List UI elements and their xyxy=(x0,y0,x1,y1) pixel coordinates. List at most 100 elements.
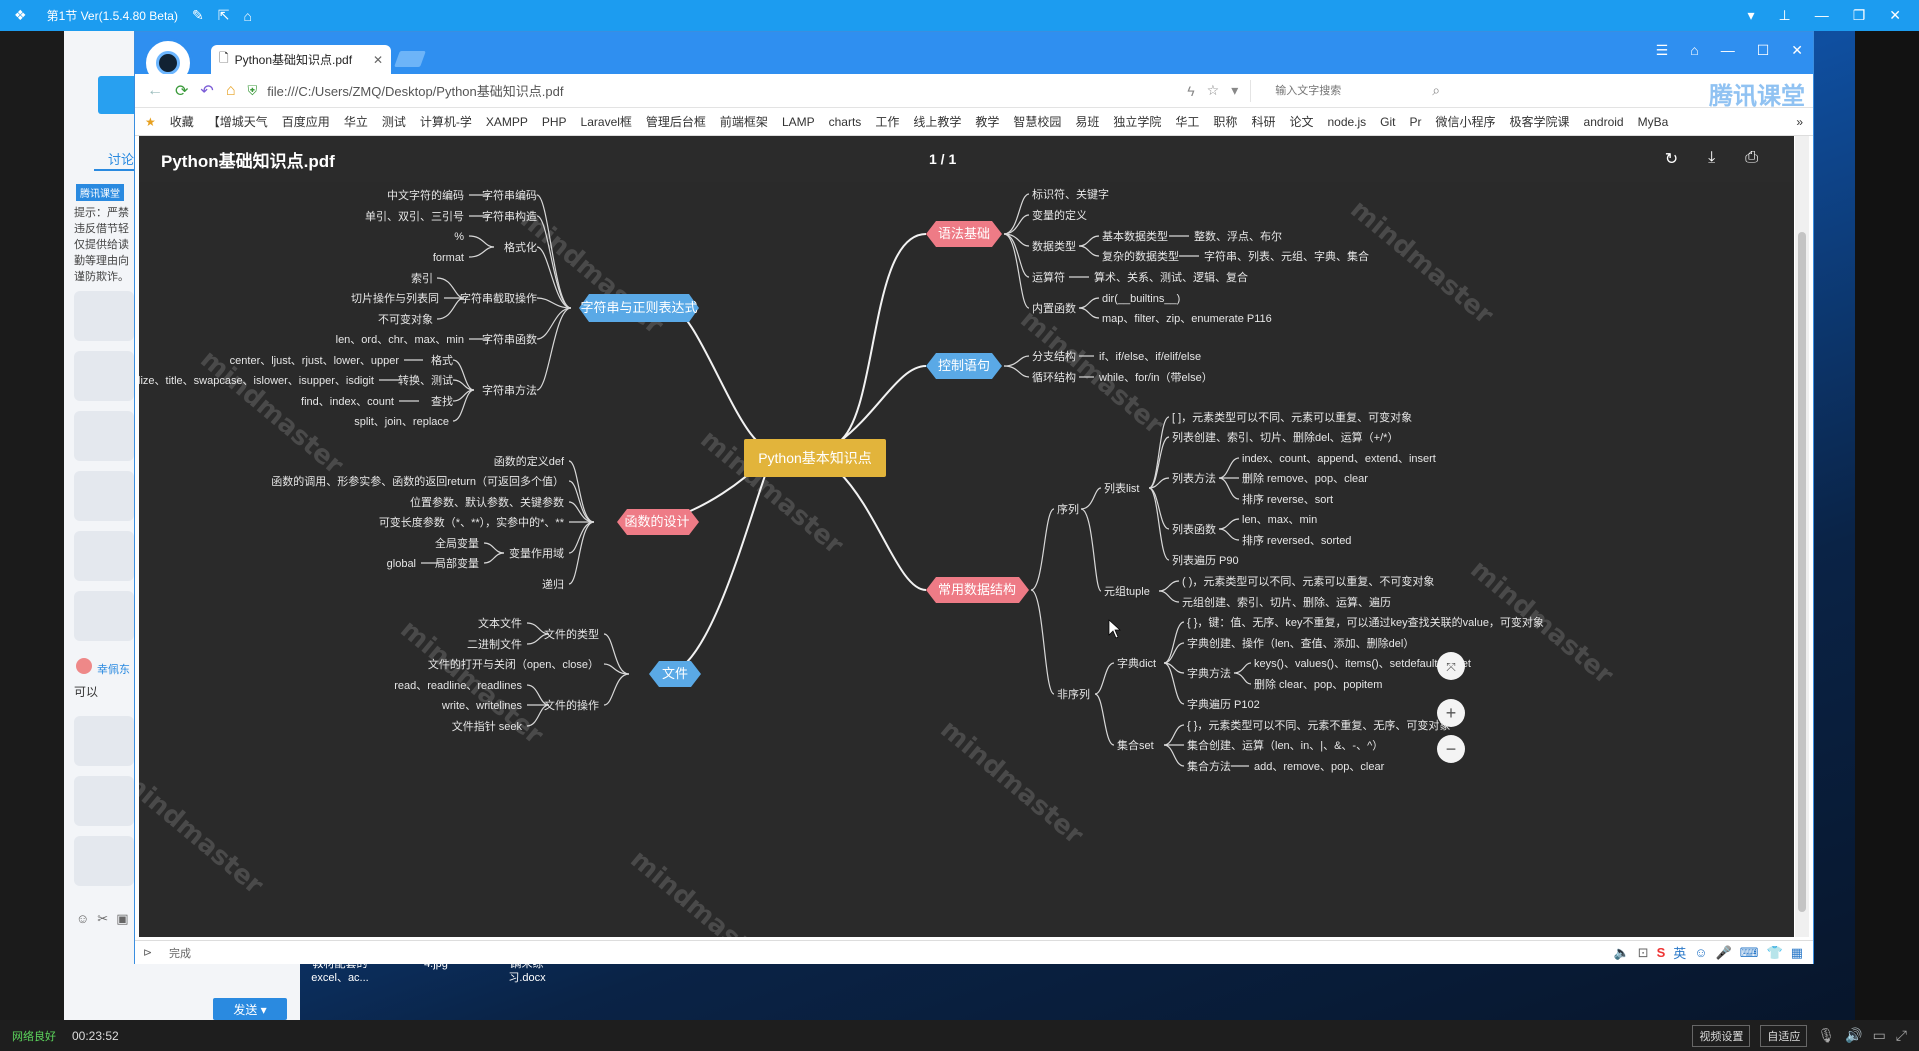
bookmark-item[interactable]: node.js xyxy=(1327,114,1367,129)
bookmark-item[interactable]: 前端框架 xyxy=(719,115,768,129)
mic-icon[interactable]: 🎤 xyxy=(1715,944,1732,960)
volume-icon[interactable]: 🔊 xyxy=(1845,1027,1863,1043)
bookmark-item[interactable]: 论文 xyxy=(1289,115,1314,129)
branch-node-syntax[interactable]: 语法基础 xyxy=(926,221,1002,247)
ime-logo-icon[interactable]: S xyxy=(1656,945,1666,960)
keyboard-icon[interactable]: ⌨ xyxy=(1739,944,1759,960)
emoji-icon[interactable]: ☺ xyxy=(1694,945,1708,960)
bookmark-item[interactable]: MyBa xyxy=(1637,114,1669,129)
grid-icon[interactable]: ▦ xyxy=(1790,944,1803,960)
bookmark-item[interactable]: 微信小程序 xyxy=(1435,115,1496,129)
auto-adapt-button[interactable]: 自适应 xyxy=(1760,1024,1808,1047)
bookmark-item[interactable]: Laravel框 xyxy=(580,115,632,129)
download-icon[interactable]: ⤓ xyxy=(1708,149,1716,166)
branch-node-data[interactable]: 常用数据结构 xyxy=(926,577,1029,603)
scrollbar-thumb[interactable] xyxy=(1798,232,1806,912)
chat-username[interactable]: 幸佩东 xyxy=(97,664,130,676)
search-icon[interactable]: ⌕ xyxy=(1432,82,1441,98)
bookmark-item[interactable]: 独立学院 xyxy=(1113,115,1162,129)
more-bookmarks-icon[interactable]: » xyxy=(1796,114,1803,129)
refresh-icon[interactable]: ⟳ xyxy=(175,82,189,100)
branch-node-functions[interactable]: 函数的设计 xyxy=(617,509,699,535)
bookmark-item[interactable]: 计算机-学 xyxy=(419,115,472,129)
close-icon[interactable]: ✕ xyxy=(1889,7,1901,23)
new-tab-button[interactable] xyxy=(394,51,426,67)
bookmark-item[interactable]: 工作 xyxy=(875,115,900,129)
dropdown-icon[interactable]: ▾ xyxy=(1747,7,1755,23)
node-label: 集合set xyxy=(1117,738,1154,752)
bookmark-item[interactable]: 管理后台框 xyxy=(645,115,706,129)
node-label: 局部变量 xyxy=(435,556,479,570)
bookmark-item[interactable]: 收藏 xyxy=(169,115,194,129)
platform-tag: 腾讯课堂 xyxy=(76,184,124,201)
skin-icon[interactable]: ⌂ xyxy=(1690,42,1699,58)
fit-screen-button[interactable]: ⤧ xyxy=(1437,652,1465,680)
mic-mute-icon[interactable]: 🎙 xyxy=(1817,1027,1836,1043)
shirt-icon[interactable]: 👕 xyxy=(1766,944,1783,960)
send-button[interactable]: 发送 ▾ xyxy=(213,998,287,1020)
bookmark-item[interactable]: 易班 xyxy=(1075,115,1100,129)
bookmark-star-icon[interactable]: ☆ xyxy=(1206,82,1220,98)
zoom-in-button[interactable]: + xyxy=(1437,699,1465,727)
vertical-scrollbar[interactable] xyxy=(1795,136,1809,937)
branch-node-control[interactable]: 控制语句 xyxy=(926,353,1002,379)
bookmark-item[interactable]: 线上教学 xyxy=(913,115,962,129)
lightning-icon[interactable]: ϟ xyxy=(1187,82,1195,99)
edit-icon[interactable]: ✎ xyxy=(191,7,204,23)
bookmark-item[interactable]: 智慧校园 xyxy=(1013,115,1062,129)
layout-icon[interactable]: ▭ xyxy=(1872,1027,1886,1043)
fullscreen-icon[interactable]: ⤢ xyxy=(1895,1027,1907,1043)
restore-icon[interactable]: ❐ xyxy=(1852,7,1866,23)
center-node[interactable]: Python基本知识点 xyxy=(744,439,886,477)
bookmark-item[interactable]: 华立 xyxy=(343,115,368,129)
bookmark-item[interactable]: 教学 xyxy=(975,115,1000,129)
pin-icon[interactable]: ⊥ xyxy=(1778,7,1791,23)
search-input[interactable] xyxy=(1250,79,1421,102)
bookmark-item[interactable]: PHP xyxy=(541,114,567,129)
lock-icon[interactable]: ⊡ xyxy=(1637,944,1649,960)
bookmark-item[interactable]: LAMP xyxy=(781,114,815,129)
home-icon[interactable]: ⌂ xyxy=(243,7,252,24)
video-settings-button[interactable]: 视频设置 xyxy=(1692,1024,1751,1047)
tab-discussion[interactable]: 讨论 xyxy=(108,152,135,167)
scissors-icon[interactable]: ✂ xyxy=(97,911,117,926)
emoji-icon[interactable]: ☺ xyxy=(76,911,98,926)
undo-icon[interactable]: ↶ xyxy=(200,82,214,100)
node-label: 排序 reverse、sort xyxy=(1242,492,1333,506)
home-icon[interactable]: ⌂ xyxy=(225,81,236,99)
bookmark-item[interactable]: 测试 xyxy=(381,115,406,129)
mouse-cursor-icon xyxy=(1108,619,1121,639)
sidebar-toggle-icon[interactable]: ⊳ xyxy=(143,947,153,959)
bookmark-item[interactable]: 华工 xyxy=(1175,115,1200,129)
branch-node-files[interactable]: 文件 xyxy=(649,661,701,687)
menu-icon[interactable]: ☰ xyxy=(1655,42,1669,58)
maximize-icon[interactable]: ☐ xyxy=(1756,42,1770,58)
bookmark-item[interactable]: 极客学院课 xyxy=(1509,115,1570,129)
ime-language[interactable]: 英 xyxy=(1673,946,1687,961)
url-field[interactable]: file:///C:/Users/ZMQ/Desktop/Python基础知识点… xyxy=(267,84,564,99)
bookmark-item[interactable]: charts xyxy=(828,114,862,129)
tab-close-icon[interactable]: ✕ xyxy=(372,52,383,67)
bookmark-item[interactable]: 【增城天气 xyxy=(207,115,268,129)
share-icon[interactable]: ⇱ xyxy=(217,7,230,23)
bookmark-item[interactable]: android xyxy=(1583,114,1624,129)
branch-node-strings[interactable]: 字符串与正则表达式 xyxy=(579,294,699,322)
node-label: 删除 remove、pop、clear xyxy=(1242,471,1368,485)
minimize-icon[interactable]: — xyxy=(1720,42,1735,58)
bookmark-item[interactable]: Pr xyxy=(1409,114,1422,129)
image-icon[interactable]: ▣ xyxy=(116,911,137,926)
bookmark-item[interactable]: Git xyxy=(1380,114,1396,129)
bookmark-item[interactable]: 百度应用 xyxy=(281,115,330,129)
bookmark-item[interactable]: 职称 xyxy=(1213,115,1238,129)
zoom-out-button[interactable]: − xyxy=(1437,735,1465,763)
tab-pdf[interactable]: 🗋 Python基础知识点.pdf ✕ xyxy=(211,45,391,74)
rotate-icon[interactable]: ↻ xyxy=(1664,151,1679,168)
minimize-icon[interactable]: — xyxy=(1814,7,1829,23)
close-icon[interactable]: ✕ xyxy=(1791,42,1803,58)
bookmark-item[interactable]: XAMPP xyxy=(485,114,528,129)
dropdown-icon[interactable]: ▾ xyxy=(1231,82,1239,98)
back-icon[interactable]: ← xyxy=(147,81,163,99)
print-icon[interactable]: ⎙ xyxy=(1745,149,1758,166)
speaker-icon[interactable]: 🔈 xyxy=(1613,944,1630,960)
bookmark-item[interactable]: 科研 xyxy=(1251,115,1276,129)
